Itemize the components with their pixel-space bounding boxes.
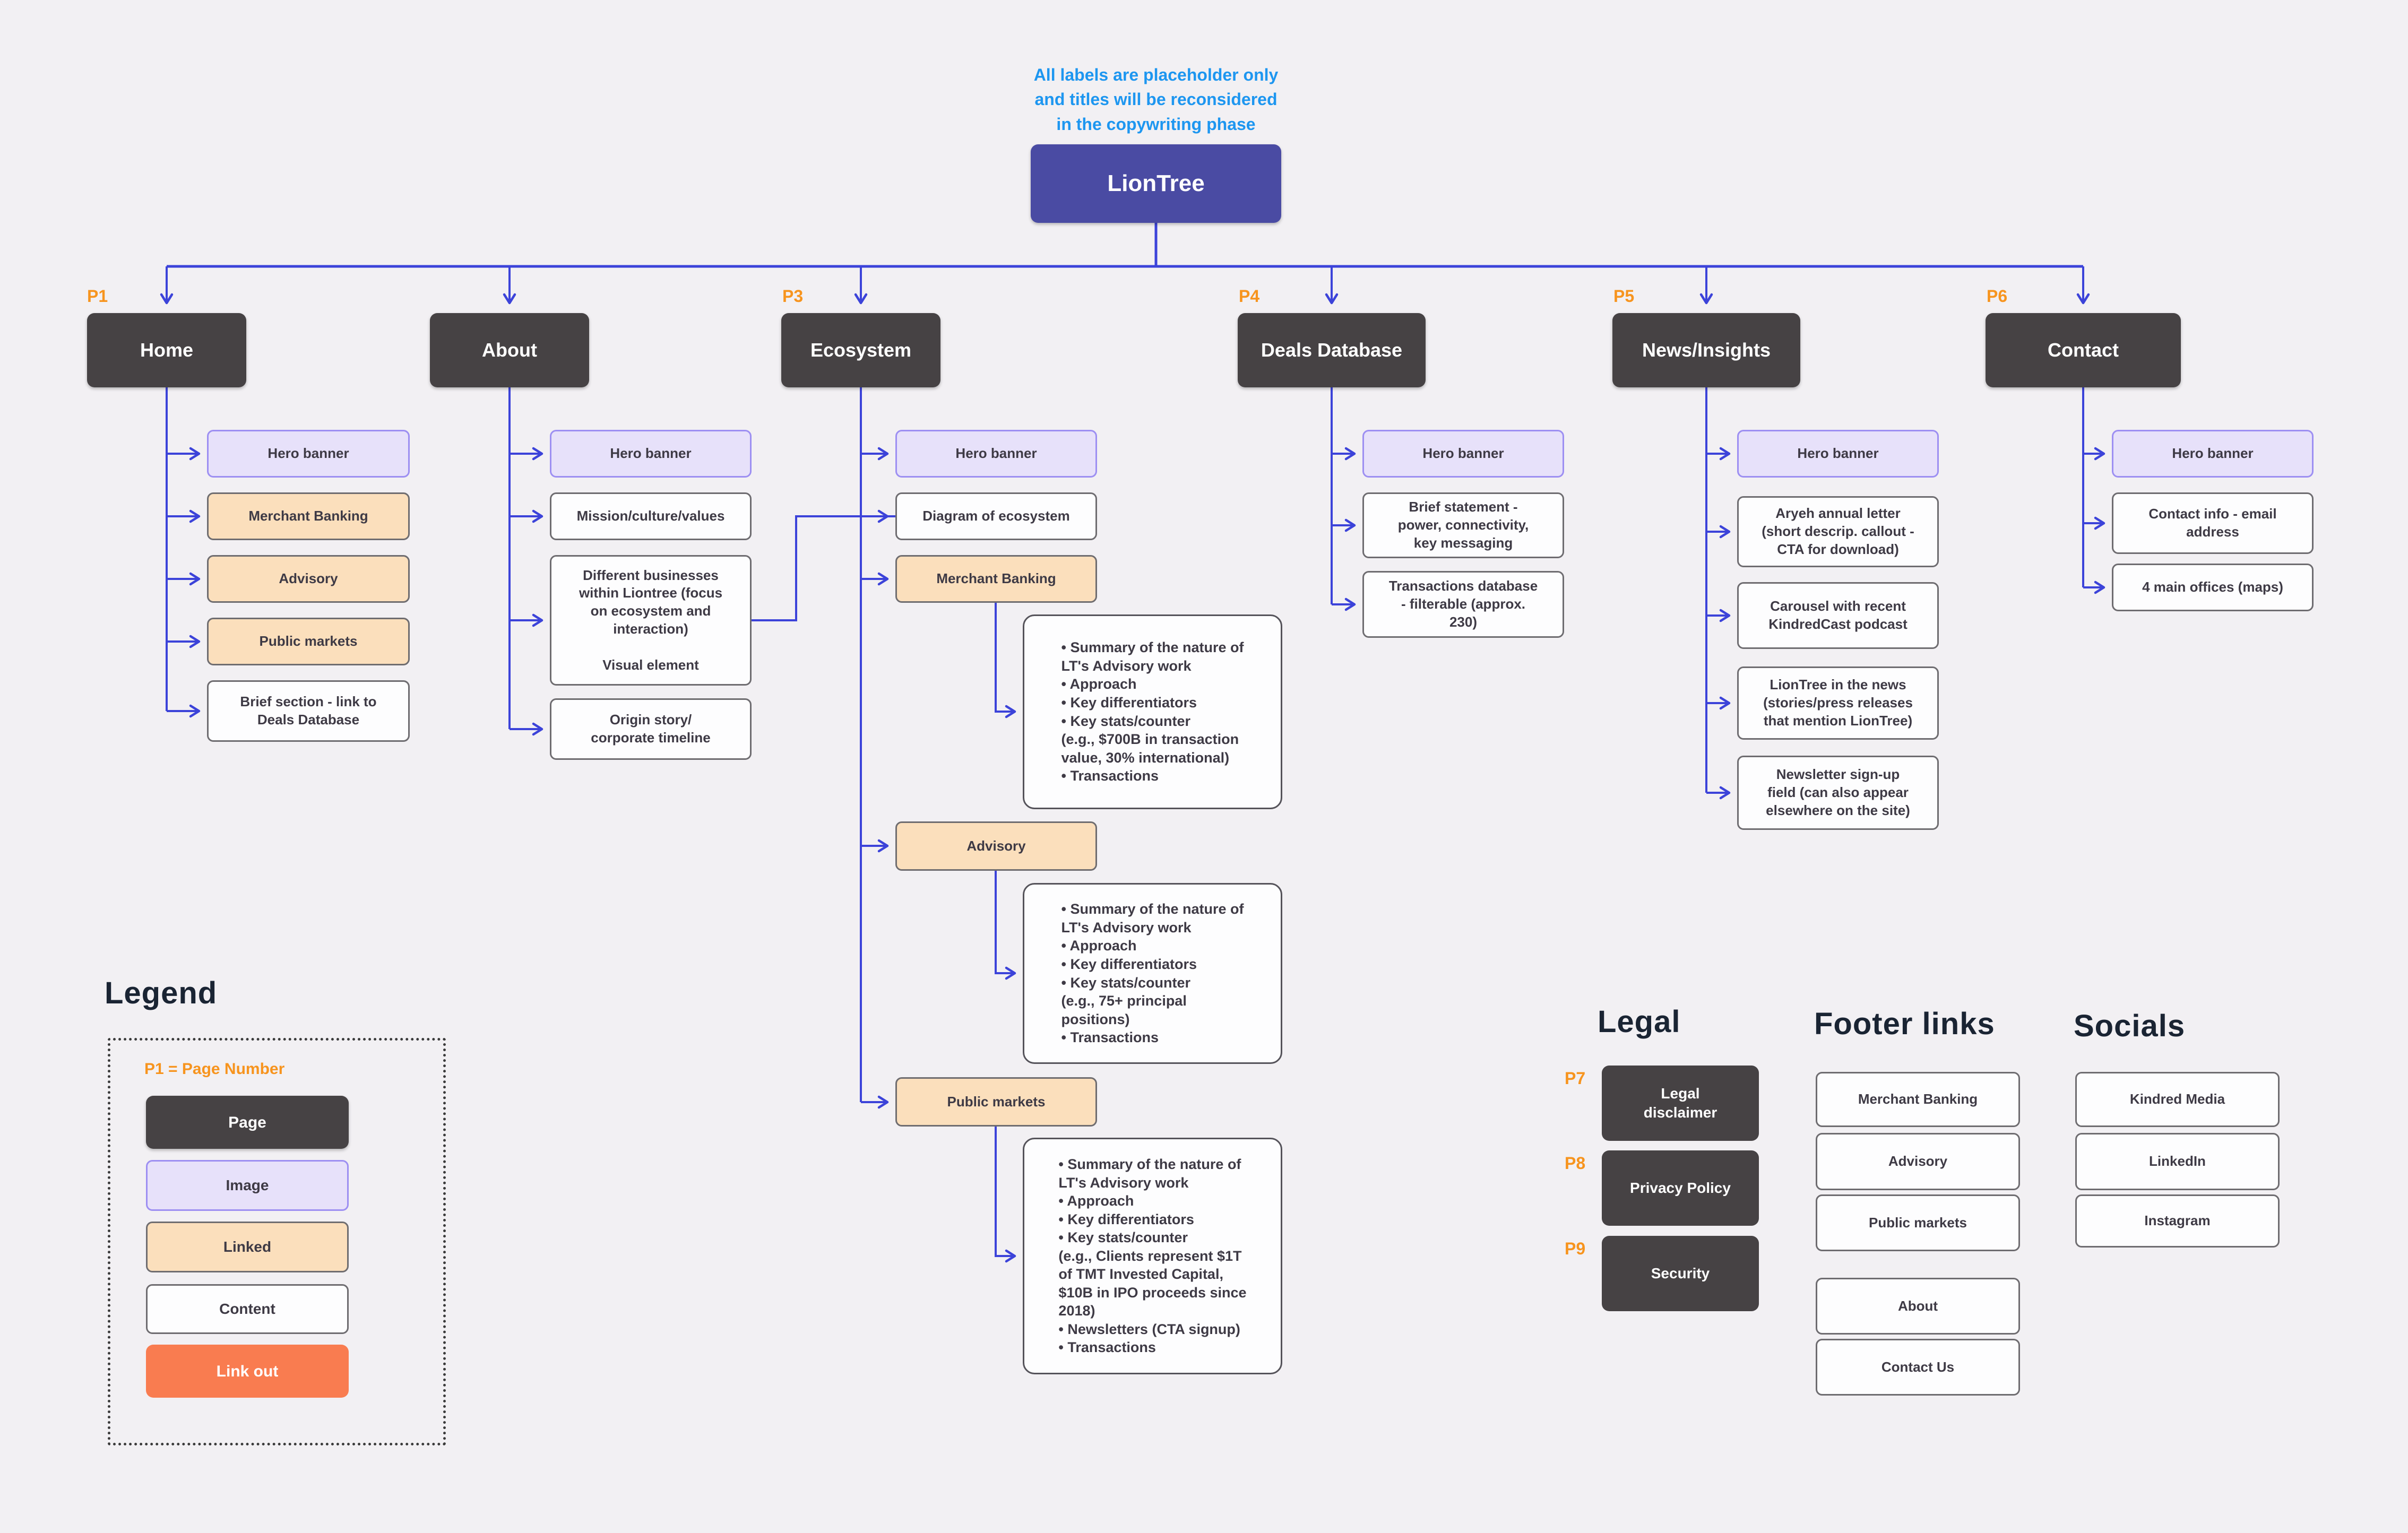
page-number-security: P9 [1565,1239,1586,1258]
about-hero-banner[interactable]: Hero banner [550,430,752,478]
page-node-news-insights[interactable]: News/Insights [1612,313,1800,387]
page-node-deals-database[interactable]: Deals Database [1238,313,1426,387]
footer-link-public-markets[interactable]: Public markets [1816,1194,2020,1251]
ecosystem-public-markets[interactable]: Public markets [895,1077,1097,1127]
news-liontree-in-the-news[interactable]: LionTree in the news (stories/press rele… [1737,666,1939,740]
root-node-liontree[interactable]: LionTree [1031,144,1281,223]
page-node-contact[interactable]: Contact [1986,313,2181,387]
ecosystem-advisory-detail[interactable]: • Summary of the nature of LT's Advisory… [1023,883,1282,1064]
news-kindredcast-carousel[interactable]: Carousel with recent KindredCast podcast [1737,582,1939,649]
legal-privacy-policy[interactable]: Privacy Policy [1602,1150,1759,1226]
ecosystem-merchant-banking[interactable]: Merchant Banking [895,555,1097,603]
footer-link-merchant-banking[interactable]: Merchant Banking [1816,1072,2020,1127]
legend-item-page[interactable]: Page [146,1096,349,1149]
home-public-markets[interactable]: Public markets [207,618,410,665]
news-aryeh-annual-letter[interactable]: Aryeh annual letter (short descrip. call… [1737,496,1939,567]
ecosystem-advisory[interactable]: Advisory [895,821,1097,871]
page-number-home: P1 [87,287,108,306]
news-newsletter-signup[interactable]: Newsletter sign-up field (can also appea… [1737,756,1939,830]
legend-page-number-note: P1 = Page Number [144,1060,285,1078]
page-number-news: P5 [1613,287,1635,306]
ecosystem-hero-banner[interactable]: Hero banner [895,430,1097,478]
legend-title: Legend [105,976,218,1010]
home-brief-section[interactable]: Brief section - link to Deals Database [207,680,410,742]
about-origin-story[interactable]: Origin story/ corporate timeline [550,698,752,760]
footer-links-title: Footer links [1814,1007,1995,1041]
legend-item-linked[interactable]: Linked [146,1222,349,1272]
page-node-about[interactable]: About [430,313,589,387]
social-linkedin[interactable]: LinkedIn [2075,1133,2280,1190]
socials-title: Socials [2074,1009,2186,1043]
home-advisory[interactable]: Advisory [207,555,410,603]
contact-hero-banner[interactable]: Hero banner [2112,430,2314,478]
page-node-home[interactable]: Home [87,313,246,387]
legend-item-link-out[interactable]: Link out [146,1345,349,1398]
home-hero-banner[interactable]: Hero banner [207,430,410,478]
about-mission-culture-values[interactable]: Mission/culture/values [550,492,752,540]
page-node-ecosystem[interactable]: Ecosystem [781,313,940,387]
legend-item-content[interactable]: Content [146,1284,349,1334]
legal-security[interactable]: Security [1602,1236,1759,1311]
deals-transactions-database[interactable]: Transactions database - filterable (appr… [1362,571,1564,638]
social-instagram[interactable]: Instagram [2075,1194,2280,1248]
legend-frame [108,1038,446,1445]
footer-link-contact-us[interactable]: Contact Us [1816,1339,2020,1396]
page-number-ecosystem: P3 [782,287,804,306]
page-number-privacy-policy: P8 [1565,1154,1586,1173]
legal-disclaimer[interactable]: Legal disclaimer [1602,1066,1759,1141]
legal-title: Legal [1598,1004,1681,1039]
contact-offices-maps[interactable]: 4 main offices (maps) [2112,564,2314,611]
footer-link-advisory[interactable]: Advisory [1816,1133,2020,1190]
deals-hero-banner[interactable]: Hero banner [1362,430,1564,478]
contact-info-email[interactable]: Contact info - email address [2112,492,2314,554]
about-different-businesses[interactable]: Different businesses within Liontree (fo… [550,555,752,686]
placeholder-note: All labels are placeholder only and titl… [1033,65,1279,134]
page-number-contact: P6 [1987,287,2008,306]
social-kindred-media[interactable]: Kindred Media [2075,1072,2280,1127]
deals-brief-statement[interactable]: Brief statement - power, connectivity, k… [1362,492,1564,558]
page-number-deals: P4 [1239,287,1260,306]
footer-link-about[interactable]: About [1816,1278,2020,1335]
home-merchant-banking[interactable]: Merchant Banking [207,492,410,540]
ecosystem-public-markets-detail[interactable]: • Summary of the nature of LT's Advisory… [1023,1138,1282,1374]
ecosystem-merchant-banking-detail[interactable]: • Summary of the nature of LT's Advisory… [1023,614,1282,809]
legend-item-image[interactable]: Image [146,1160,349,1211]
news-hero-banner[interactable]: Hero banner [1737,430,1939,478]
page-number-legal-disclaimer: P7 [1565,1069,1586,1088]
ecosystem-diagram[interactable]: Diagram of ecosystem [895,492,1097,540]
